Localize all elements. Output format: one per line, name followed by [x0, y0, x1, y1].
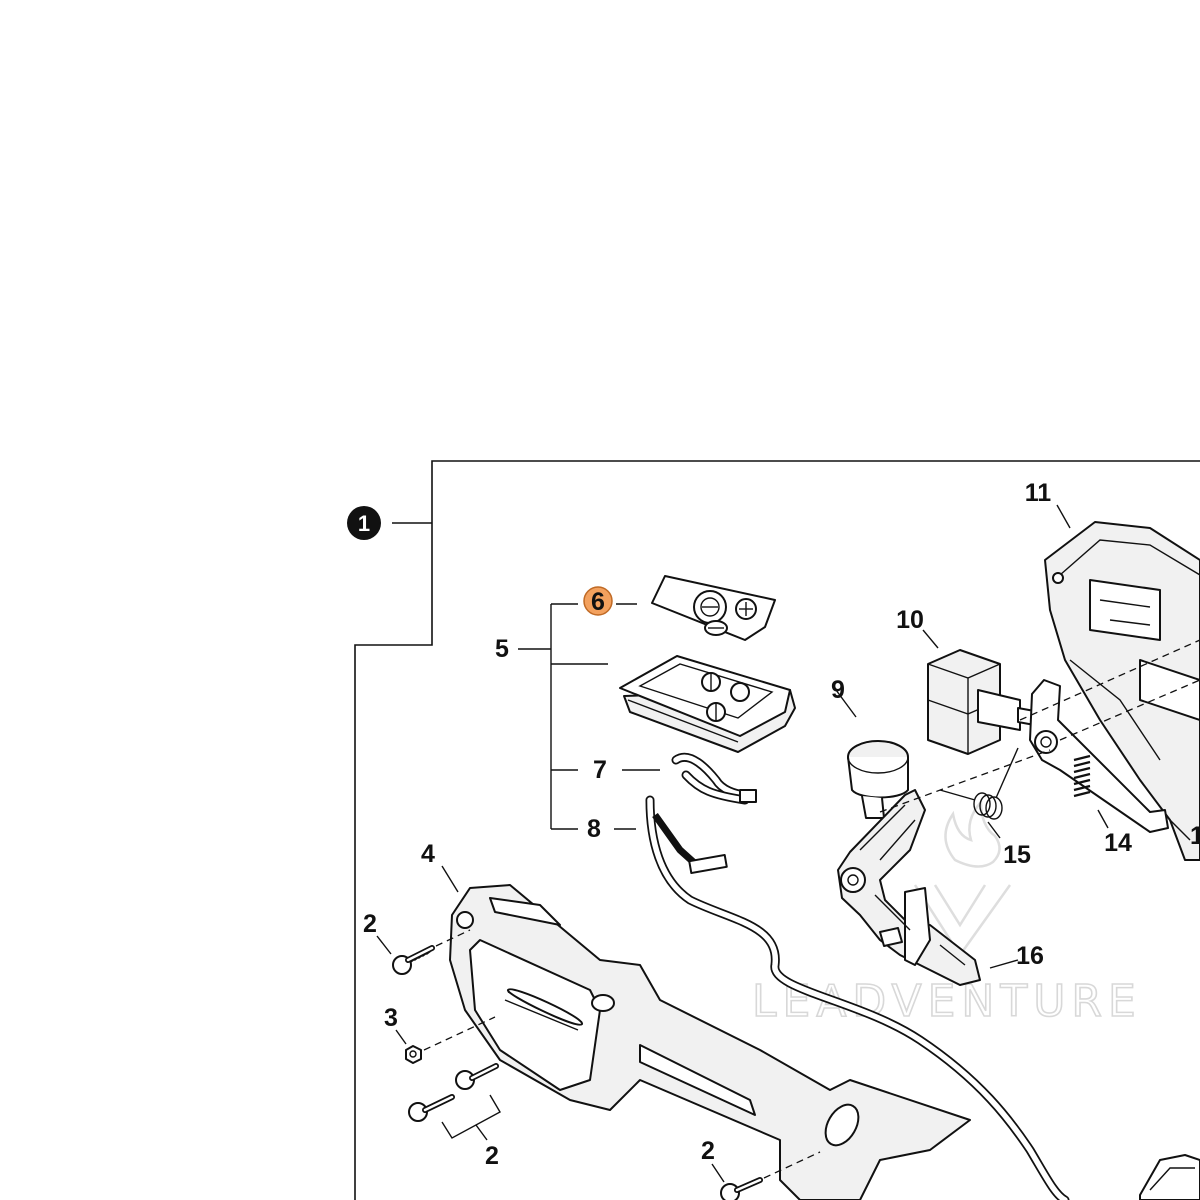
callout-9[interactable]: 9 [831, 676, 845, 704]
assembly-bracket [354, 460, 1200, 1200]
callout-4[interactable]: 4 [421, 840, 435, 868]
callout-14[interactable]: 14 [1104, 829, 1132, 857]
screw-lower-right[interactable] [711, 1151, 821, 1200]
callout-13[interactable]: 13 [1190, 822, 1200, 850]
callout-16[interactable]: 16 [1016, 942, 1044, 970]
callout-5[interactable]: 5 [495, 635, 509, 663]
callout-7[interactable]: 7 [593, 756, 607, 784]
short-cable-part[interactable] [671, 753, 757, 805]
callout-2-upper[interactable]: 2 [363, 910, 377, 938]
callout-2-pair[interactable]: 2 [485, 1142, 499, 1170]
long-cable-part[interactable] [645, 795, 1070, 1200]
clamp-part[interactable] [835, 689, 909, 819]
watermark: LEADVENTURE [751, 798, 1142, 1028]
assembly-callout-badge [347, 506, 381, 540]
callout-10[interactable]: 10 [896, 606, 924, 634]
housing-half-part[interactable] [441, 865, 1200, 1200]
module-group-bracket [518, 603, 660, 830]
callout-1: 1 [358, 511, 370, 536]
control-module-part[interactable] [619, 655, 796, 753]
trigger-part[interactable] [837, 789, 1019, 986]
alignment-lines [879, 639, 1200, 813]
callout-2-lower[interactable]: 2 [701, 1137, 715, 1165]
torsion-spring-part[interactable] [939, 747, 1019, 839]
screw-upper-left[interactable] [376, 929, 471, 975]
nut-part[interactable] [395, 1016, 496, 1064]
housing-cover-part[interactable] [1044, 504, 1200, 861]
callout-11[interactable]: 11 [1025, 479, 1052, 507]
compression-spring-part[interactable] [1073, 754, 1109, 829]
highlight-callout-badge[interactable] [583, 586, 613, 616]
screw-pair-part[interactable] [408, 1063, 501, 1141]
callout-3[interactable]: 3 [384, 1004, 398, 1032]
callout-15[interactable]: 15 [1003, 841, 1031, 869]
callout-8[interactable]: 8 [587, 815, 601, 843]
lever-part[interactable] [1029, 679, 1191, 841]
switch-part[interactable] [922, 629, 1041, 755]
watermark-text: LEADVENTURE [752, 976, 1142, 1027]
keypad-membrane-part[interactable] [651, 575, 776, 641]
callout-6[interactable]: 6 [591, 588, 605, 616]
callout-labels: 1 6 5 7 8 4 2 3 2 2 9 10 11 13 14 15 16 [347, 479, 1200, 1170]
